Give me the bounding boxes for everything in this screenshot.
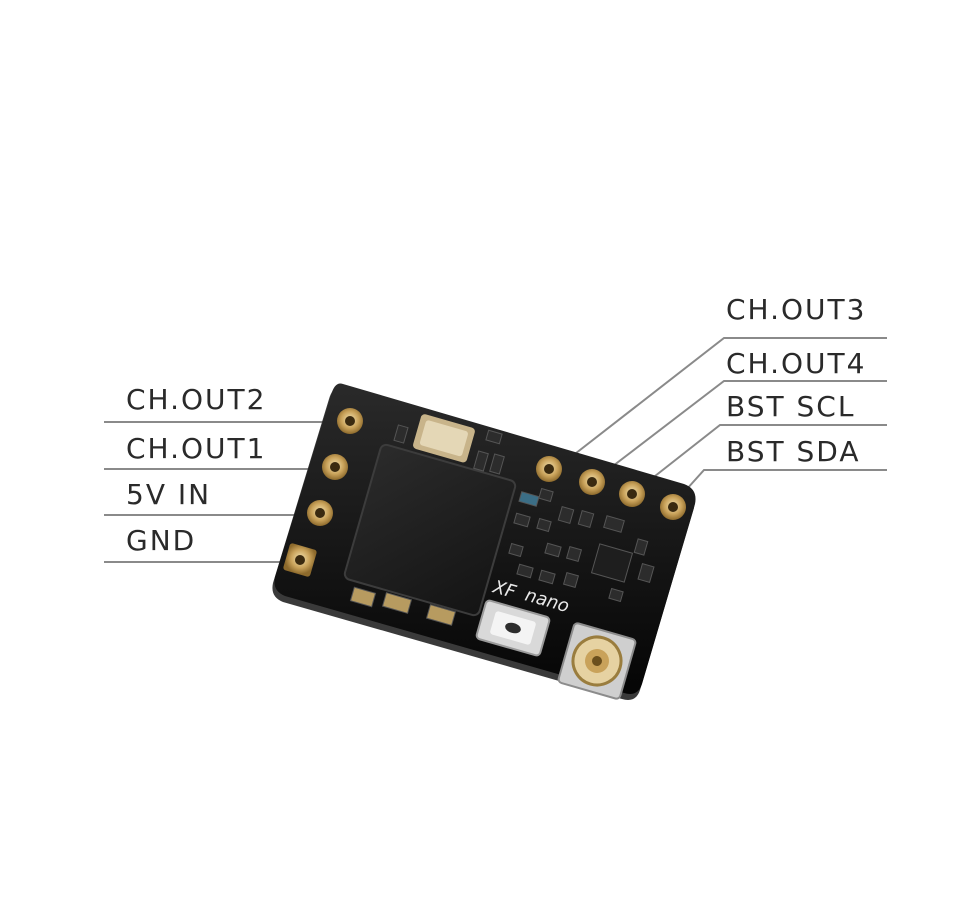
top-pads <box>536 456 686 520</box>
leader-line-ch-out4 <box>608 380 887 470</box>
label-bst-sda: BST SDA <box>726 435 861 468</box>
label-ch-out3: CH.OUT3 <box>726 293 867 326</box>
left-leader-lines <box>104 421 342 563</box>
ufl-connector <box>557 622 637 700</box>
label-gnd: GND <box>126 524 197 557</box>
label-ch-out4: CH.OUT4 <box>726 347 867 380</box>
crystal-oscillator <box>413 414 475 463</box>
right-leader-lines <box>570 337 887 491</box>
leader-line-bst-sda <box>685 469 887 491</box>
left-pads <box>283 408 363 577</box>
smd-components <box>349 424 655 626</box>
leader-line-bst-scl <box>649 424 887 481</box>
leader-line-ch-out3 <box>570 337 887 458</box>
bind-button <box>475 599 551 657</box>
main-chip <box>343 443 517 617</box>
label-ch-out2: CH.OUT2 <box>126 383 267 416</box>
label-bst-scl: BST SCL <box>726 390 856 423</box>
label-5v-in: 5V IN <box>126 478 212 511</box>
label-ch-out1: CH.OUT1 <box>126 432 267 465</box>
